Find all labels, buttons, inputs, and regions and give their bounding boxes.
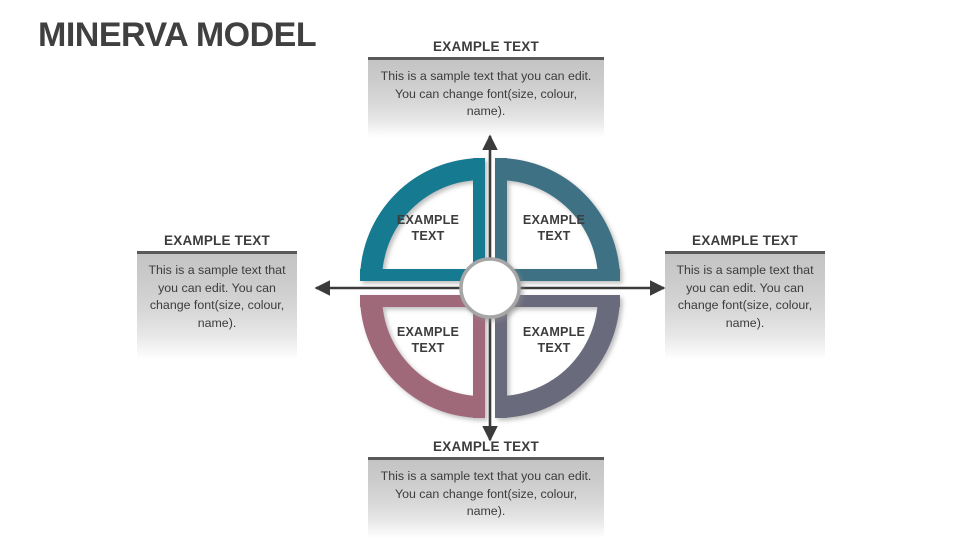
callout-top: EXAMPLE TEXT This is a sample text that … (368, 38, 604, 138)
callout-bottom-rule (368, 457, 604, 460)
quadrant-band-bottom-left (360, 296, 482, 418)
callout-right-rule (665, 251, 825, 254)
callout-top-rule (368, 57, 604, 60)
quadrant-label-bottom-left: EXAMPLE TEXT (396, 325, 460, 355)
quadrant-spoke-bottom-right-horizontal (495, 295, 620, 307)
callout-right-body: This is a sample text that you can edit.… (665, 254, 825, 360)
quadrant-spoke-bottom-left-horizontal (360, 295, 485, 307)
quadrant-band-top-right (498, 158, 620, 280)
callout-left-rule (137, 251, 297, 254)
quadrant-spoke-bottom-right-vertical (495, 296, 507, 418)
quadrant-label-top-right: EXAMPLE TEXT (522, 213, 586, 243)
quadrant-spoke-top-right-horizontal (495, 269, 620, 281)
callout-left: EXAMPLE TEXT This is a sample text that … (137, 232, 297, 360)
callout-left-body: This is a sample text that you can edit.… (137, 254, 297, 360)
quadrant-spoke-top-left-horizontal (360, 269, 485, 281)
callout-bottom: EXAMPLE TEXT This is a sample text that … (368, 438, 604, 538)
quadrant-label-bottom-right: EXAMPLE TEXT (522, 325, 586, 355)
quadrant-band-bottom-right (498, 296, 620, 418)
quadrant-label-top-left: EXAMPLE TEXT (396, 213, 460, 243)
quadrant-spoke-top-left-vertical (473, 158, 485, 280)
page-title: MINERVA MODEL (38, 16, 317, 54)
callout-top-body: This is a sample text that you can edit.… (368, 60, 604, 138)
quadrant-spoke-bottom-left-vertical (473, 296, 485, 418)
minerva-wheel-diagram: EXAMPLE TEXT EXAMPLE TEXT EXAMPLE TEXT E… (310, 128, 670, 448)
callout-left-heading: EXAMPLE TEXT (164, 233, 270, 248)
callout-top-heading: EXAMPLE TEXT (433, 39, 539, 54)
callout-right-heading: EXAMPLE TEXT (692, 233, 798, 248)
callout-right: EXAMPLE TEXT This is a sample text that … (665, 232, 825, 360)
quadrant-band-top-left (360, 158, 482, 280)
callout-bottom-heading: EXAMPLE TEXT (433, 439, 539, 454)
quadrant-spoke-top-right-vertical (495, 158, 507, 280)
callout-bottom-body: This is a sample text that you can edit.… (368, 460, 604, 538)
